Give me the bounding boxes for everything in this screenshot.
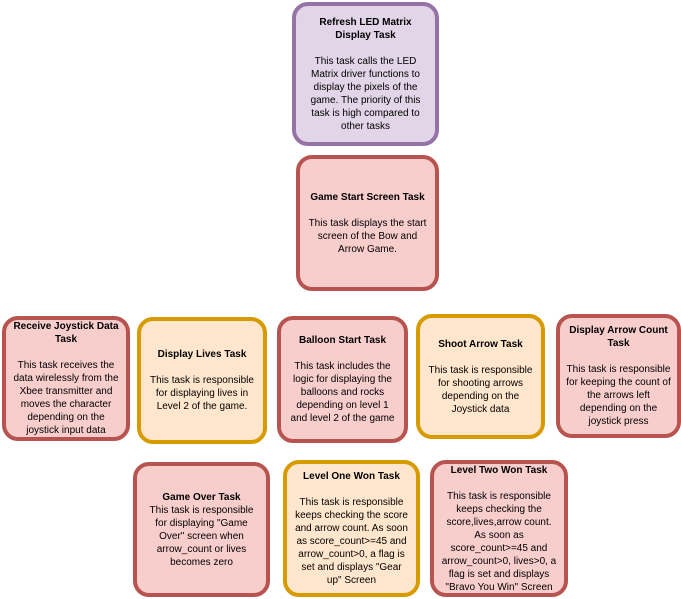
task-description: This task displays the start screen of t…	[308, 217, 427, 255]
task-title: Shoot Arrow Task	[438, 338, 523, 350]
task-title: Display Arrow Count Task	[569, 325, 668, 349]
task-refresh-led-matrix: Refresh LED Matrix Display Task This tas…	[292, 2, 439, 146]
task-description: This task calls the LED Matrix driver fu…	[310, 55, 421, 132]
task-description: This task includes the logic for display…	[290, 361, 395, 424]
task-receive-joystick-data: Receive Joystick Data Task This task rec…	[2, 316, 130, 441]
task-game-over: Game Over Task This task is responsible …	[133, 462, 270, 597]
task-description: This task is responsible for displaying …	[149, 504, 254, 568]
task-description: This task is responsible keeps checking …	[441, 490, 557, 593]
task-shoot-arrow: Shoot Arrow Task This task is responsibl…	[416, 314, 545, 439]
task-description: This task is responsible keeps checking …	[295, 497, 408, 586]
task-description: This task receives the data wirelessly f…	[13, 360, 119, 436]
task-title: Level One Won Task	[303, 471, 400, 482]
task-level-two-won: Level Two Won Task This task is responsi…	[430, 460, 568, 597]
task-description: This task is responsible for displaying …	[150, 375, 254, 412]
task-game-start-screen: Game Start Screen Task This task display…	[296, 155, 439, 291]
task-title: Balloon Start Task	[298, 335, 387, 346]
task-level-one-won: Level One Won Task This task is responsi…	[283, 460, 420, 597]
task-title: Refresh LED Matrix Display Task	[319, 16, 412, 41]
task-title: Display Lives Task	[157, 349, 247, 360]
task-display-lives: Display Lives Task This task is responsi…	[137, 317, 267, 444]
task-description: This task is responsible for shooting ar…	[428, 364, 533, 415]
task-title: Receive Joystick Data Task	[13, 321, 119, 345]
task-balloon-start: Balloon Start Task This task includes th…	[277, 316, 408, 443]
task-display-arrow-count: Display Arrow Count Task This task is re…	[556, 314, 681, 438]
task-title: Level Two Won Task	[450, 464, 548, 476]
task-title: Game Start Screen Task	[310, 191, 425, 203]
task-title: Game Over Task	[162, 491, 241, 503]
task-description: This task is responsible for keeping the…	[566, 364, 671, 427]
